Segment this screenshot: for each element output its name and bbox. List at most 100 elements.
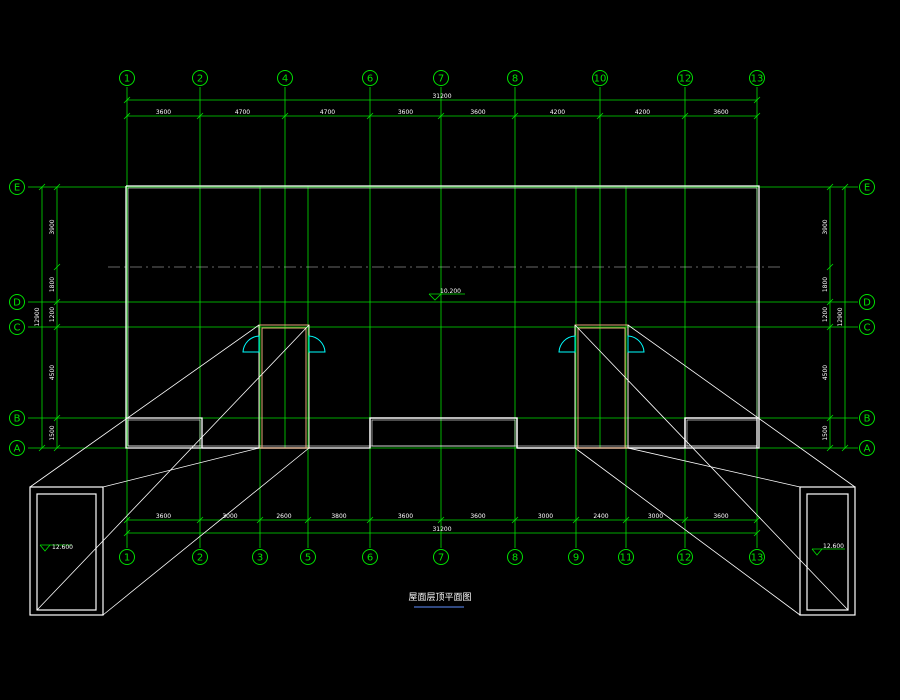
dim-label-right: 1800 [822, 277, 829, 292]
detail-box-right [799, 486, 856, 616]
detail-box-right-outer [799, 486, 856, 616]
elevation-marker-center: 10.200 [428, 288, 465, 301]
proj-right-3 [627, 447, 801, 488]
dim-label-left: 1200 [49, 307, 56, 322]
left-recess [127, 419, 201, 447]
door-arc-right-a [558, 335, 576, 353]
dim-label-bottom-total: 31200 [432, 526, 451, 533]
axis-bubble-bottom-circle [749, 549, 765, 565]
detail-box-left-outer [29, 486, 104, 616]
door-arc-left-a [242, 335, 260, 353]
right-recess [686, 419, 758, 447]
stair-shaft-left-inner [261, 327, 307, 449]
dim-label-bottom: 3000 [538, 513, 553, 520]
door-arc-right-b [627, 335, 645, 353]
axis-bubble-bottom-circle [433, 549, 449, 565]
dim-tick [256, 516, 264, 524]
axis-bubble-right-label: D [863, 298, 871, 309]
axis-bubble-left-circle [9, 179, 25, 195]
dim-label-top: 3600 [470, 109, 485, 116]
axis-bubble-top-circle [749, 70, 765, 86]
axis-bubble-bottom-circle [192, 549, 208, 565]
dim-label-left: 1800 [49, 277, 56, 292]
axis-bubble-top-circle [677, 70, 693, 86]
axis-bubble-bottom-label: 2 [197, 553, 203, 564]
axis-bubble-bottom-label: 5 [305, 553, 311, 564]
dim-tick [826, 444, 834, 452]
dim-tick [511, 112, 519, 120]
dim-tick [826, 298, 834, 306]
dim-tick [53, 263, 61, 271]
axis-bubble-left-label: B [14, 414, 21, 425]
dim-tick [196, 112, 204, 120]
dim-tick [596, 112, 604, 120]
middle-recess [371, 419, 516, 447]
dim-tick [437, 516, 445, 524]
proj-left-4 [102, 447, 310, 616]
dim-tick [437, 112, 445, 120]
axis-bubble-bottom-label: 12 [679, 553, 692, 564]
axis-bubble-right-circle [859, 294, 875, 310]
projection-lines [29, 324, 856, 616]
elevation-right-text: 12.600 [823, 543, 844, 550]
dim-tick [123, 112, 131, 120]
dim-label-right: 1500 [822, 425, 829, 440]
dim-label-left: 3900 [49, 219, 56, 234]
detail-box-left-inner [36, 493, 97, 611]
drawing-title-block: 屋面层顶平面图 [408, 592, 472, 608]
dim-tick [38, 444, 46, 452]
building-outline [125, 185, 760, 449]
axis-bubble-top-label: 13 [751, 74, 764, 85]
axis-bubble-left-label: E [14, 183, 20, 194]
dim-tick [826, 323, 834, 331]
proj-left-1 [29, 324, 260, 488]
proj-right-2 [574, 324, 849, 611]
axis-bubble-top-label: 10 [594, 74, 607, 85]
dim-tick [572, 516, 580, 524]
proj-left-3 [102, 447, 260, 488]
dim-tick [753, 112, 761, 120]
axis-bubble-bottom-circle [677, 549, 693, 565]
dim-label-top: 3600 [713, 109, 728, 116]
axis-bubble-top-circle [119, 70, 135, 86]
elevation-triangle-icon [811, 548, 823, 556]
dim-label-bottom: 3600 [156, 513, 171, 520]
axis-bubble-left-circle [9, 440, 25, 456]
axis-bubble-top-circle [433, 70, 449, 86]
dim-label-top: 4700 [320, 109, 335, 116]
elevation-triangle-icon [428, 293, 442, 301]
axis-bubble-left-label: C [14, 323, 21, 334]
dim-tick [38, 183, 46, 191]
elevation-marker-right: 12.600 [811, 543, 845, 556]
dim-label-top: 3600 [398, 109, 413, 116]
dim-tick [53, 298, 61, 306]
dim-label-top: 3600 [156, 109, 171, 116]
axis-bubble-right-circle [859, 410, 875, 426]
axis-bubble-bottom-circle [362, 549, 378, 565]
dim-label-bottom: 3600 [398, 513, 413, 520]
dim-tick [366, 516, 374, 524]
axis-bubble-right-circle [859, 319, 875, 335]
dim-label-left-total: 12900 [34, 307, 41, 326]
dim-tick [123, 529, 131, 537]
axis-bubble-right-circle [859, 179, 875, 195]
axis-bubble-right-label: B [864, 414, 871, 425]
dim-tick [196, 516, 204, 524]
dim-tick [366, 112, 374, 120]
proj-right-4 [574, 447, 801, 616]
elevation-marker-left: 12.600 [39, 544, 73, 552]
dim-tick [53, 323, 61, 331]
axis-bubble-bottom-label: 1 [124, 553, 130, 564]
dim-tick [681, 112, 689, 120]
axis-bubble-right-label: C [864, 323, 871, 334]
axis-bubble-top-circle [507, 70, 523, 86]
axis-bubble-bottom-label: 13 [751, 553, 764, 564]
dim-label-bottom: 3000 [222, 513, 237, 520]
axis-bubble-top-circle [277, 70, 293, 86]
axis-bubble-right-label: E [864, 183, 870, 194]
axis-bubble-bottom-label: 11 [620, 553, 633, 564]
dim-label-bottom: 3000 [648, 513, 663, 520]
